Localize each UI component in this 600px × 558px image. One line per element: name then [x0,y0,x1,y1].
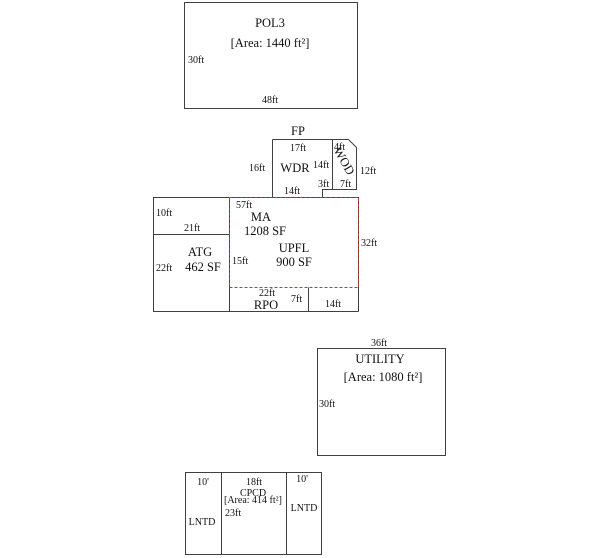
atg-dim-top-left: 10ft [156,208,172,219]
atg-outline [153,197,230,312]
lntd-right-name: LNTD [291,503,318,514]
lntd-right-dim-top: 10' [296,474,308,485]
room-cpcd[interactable]: 18ft CPCD [Area: 414 ft²] 23ft [221,472,287,555]
cpcd-name: CPCD [240,488,266,499]
wod-outline [332,139,357,190]
atg-dim-top: 21ft [184,223,200,234]
cpcd-dim-top: 18ft [246,477,262,488]
wod-dim-top: 4ft [334,142,345,153]
room-lntd-right[interactable]: 10' LNTD [286,472,322,555]
room-ma[interactable]: 57ft MA 1208 SF 32ft UPFL 900 SF 15ft [229,197,378,312]
upfl-area: 900 SF [276,255,312,269]
upfl-name: UPFL [279,241,310,255]
wdr-dim-left: 16ft [249,163,265,174]
wdr-name: WDR [280,161,310,175]
utility-area: [Area: 1080 ft²] [344,370,423,384]
upfl-dim-left: 15ft [232,256,248,267]
wod-dim-bottom-left: 3ft [318,179,329,190]
room-atg[interactable]: 10ft 21ft ATG 462 SF 22ft [153,197,230,312]
ma-area: 1208 SF [244,224,286,238]
room-lntd-left[interactable]: 10' LNTD [185,472,222,555]
cpcd-dim-side: 23ft [225,508,241,519]
cpcd-area: [Area: 414 ft²] [224,495,282,506]
rpo-name: RPO [254,298,278,312]
ma-dim-top: 57ft [236,200,252,211]
ma-dim-right: 32ft [361,238,377,249]
room-rpo[interactable]: 22ft RPO 7ft 14ft [229,287,359,313]
atg-area: 462 SF [185,260,221,274]
atg-name: ATG [188,245,212,259]
utility-dim-top: 36ft [371,338,387,349]
room-wdr[interactable]: 17ft 16ft WDR 14ft 14ft [249,139,333,198]
upfl-outline [229,197,359,288]
pol3-name: POL3 [255,16,285,30]
pol3-area: [Area: 1440 ft²] [231,36,310,50]
wdr-dim-bottom: 14ft [284,186,300,197]
atg-dim-left: 22ft [156,263,172,274]
wod-name: WOD [330,145,357,178]
utility-dim-side: 30ft [319,399,335,410]
rpo-outline [229,287,359,312]
room-utility[interactable]: 36ft UTILITY [Area: 1080 ft²] 30ft [317,338,446,456]
utility-name: UTILITY [355,352,404,366]
wod-dim-right: 12ft [360,166,376,177]
rpo-dim-right: 7ft [291,294,302,305]
lntd-left-name: LNTD [189,517,216,528]
ma-name: MA [251,210,271,224]
fp-label: FP [291,124,305,138]
lntd-left-dim-top: 10' [197,477,209,488]
wod-dim-bottom: 7ft [340,179,351,190]
pol3-outline [184,2,358,109]
rpo-dim-extra: 14ft [325,299,341,310]
rpo-dim-top: 22ft [259,288,275,299]
pol3-dim-side: 30ft [188,55,204,66]
pol3-dim-bottom: 48ft [262,95,278,106]
wdr-dim-top: 17ft [290,143,306,154]
lntd-right-outline [286,472,322,555]
wdr-dim-right: 14ft [313,160,329,171]
utility-outline [317,348,446,456]
room-pol3[interactable]: POL3 [Area: 1440 ft²] 30ft 48ft [184,2,358,109]
